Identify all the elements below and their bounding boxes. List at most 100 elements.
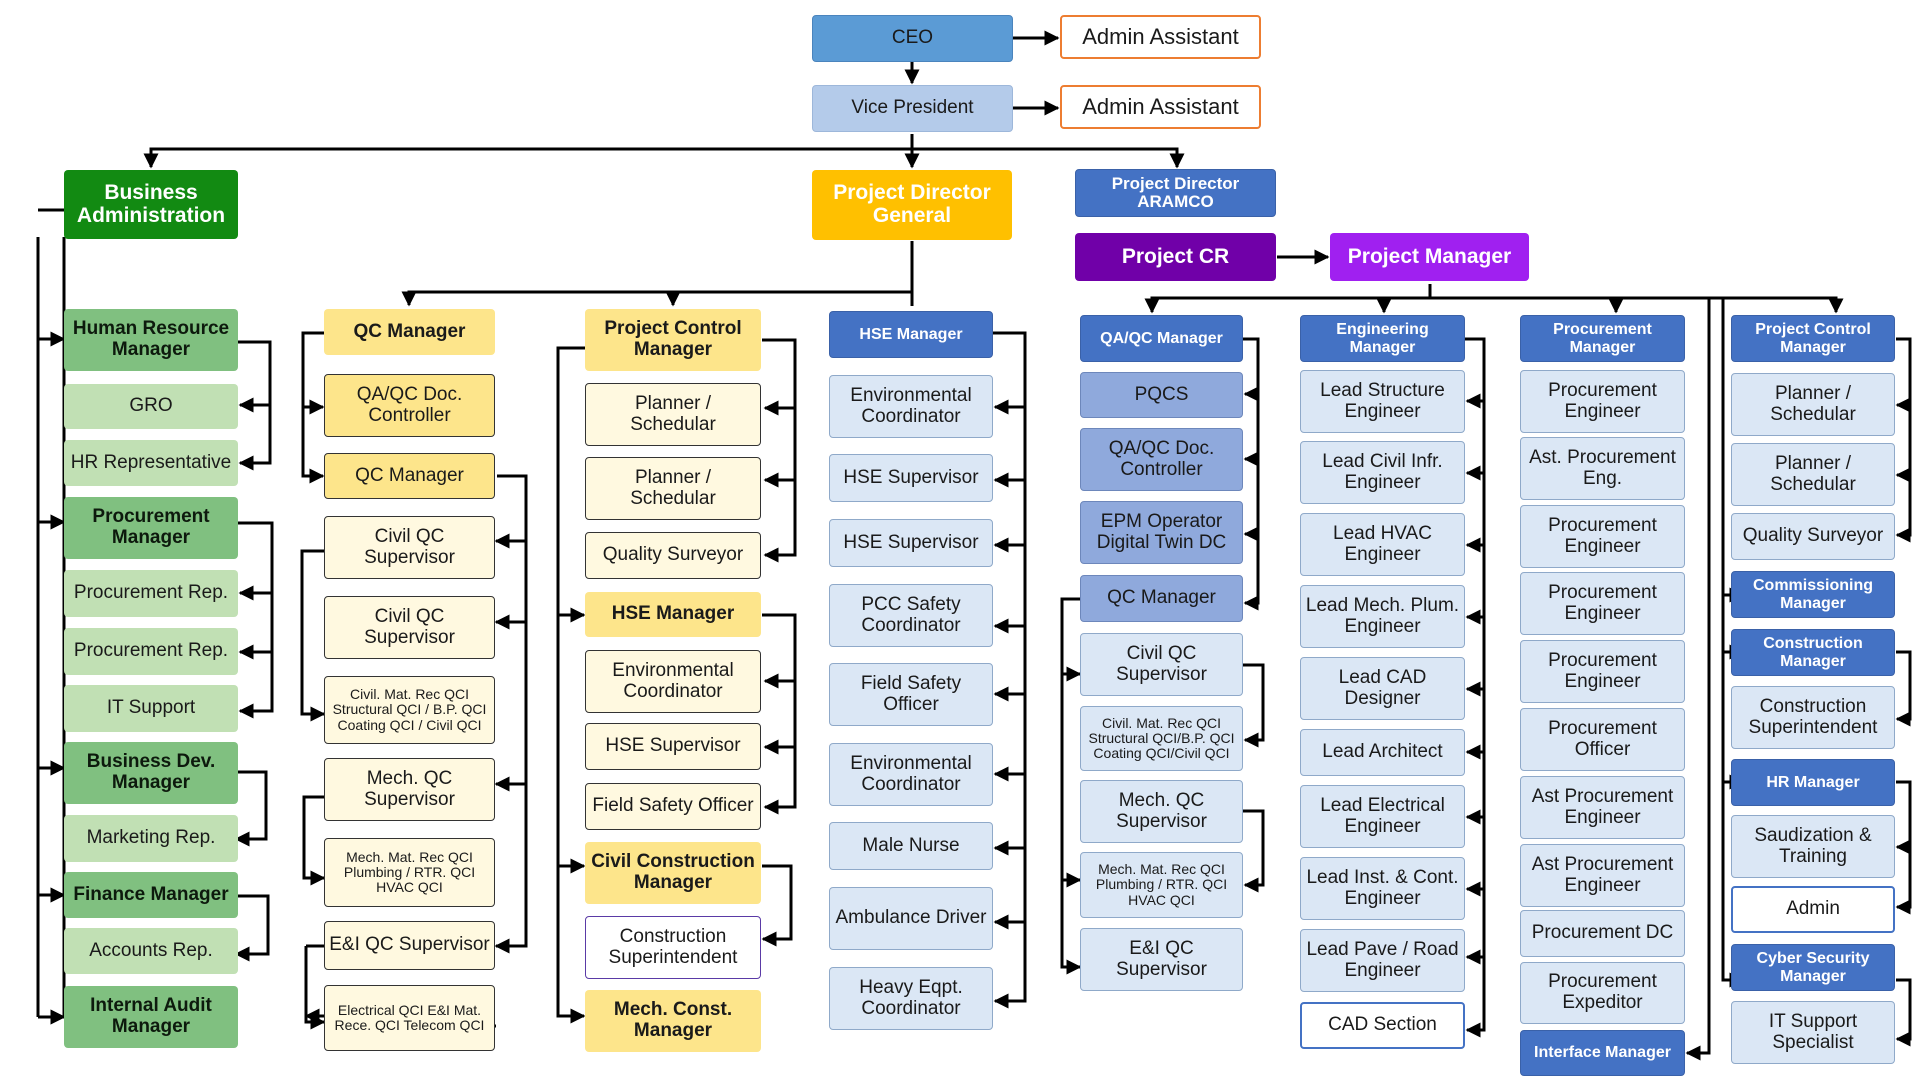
hr-representative-box[interactable]: HR Representative: [64, 440, 238, 486]
wire-to-ba: [143, 147, 912, 169]
business-administration-box[interactable]: Business Administration: [64, 170, 238, 239]
planner-schedular-box[interactable]: Planner / Schedular: [585, 457, 761, 520]
project-director-general-box[interactable]: Project Director General: [812, 170, 1012, 240]
procurement-rep-box[interactable]: Procurement Rep.: [64, 628, 238, 675]
civil-qci-group-box[interactable]: Civil. Mat. Rec QCI Structural QCI/B.P. …: [1080, 706, 1243, 771]
wire-pm-down: [1144, 284, 1432, 314]
hse-supervisor-box[interactable]: HSE Supervisor: [585, 723, 761, 770]
mech-qci-group-box[interactable]: Mech. Mat. Rec QCI Plumbing / RTR. QCI H…: [1080, 852, 1243, 918]
pcc-safety-coordinator-box[interactable]: PCC Safety Coordinator: [829, 584, 993, 647]
construction-superintendent-box[interactable]: Construction Superintendent: [585, 916, 761, 979]
admin-assistant-ceo-box[interactable]: Admin Assistant: [1060, 15, 1261, 59]
finance-manager-box[interactable]: Finance Manager: [64, 872, 238, 918]
commissioning-manager-box[interactable]: Commissioning Manager: [1731, 571, 1895, 618]
construction-superintendent-box[interactable]: Construction Superintendent: [1731, 686, 1895, 749]
environmental-coordinator-box[interactable]: Environmental Coordinator: [585, 650, 761, 713]
admin-box[interactable]: Admin: [1731, 886, 1895, 933]
ast-procurement-eng-box[interactable]: Ast. Procurement Eng.: [1520, 437, 1685, 500]
procurement-manager-box[interactable]: Procurement Manager: [1520, 315, 1685, 362]
hse-manager-box[interactable]: HSE Manager: [829, 311, 993, 358]
procurement-engineer-box[interactable]: Procurement Engineer: [1520, 370, 1685, 433]
pqcs-box[interactable]: PQCS: [1080, 372, 1243, 418]
procurement-engineer-box[interactable]: Procurement Engineer: [1520, 640, 1685, 703]
heavy-eqpt-coordinator-box[interactable]: Heavy Eqpt. Coordinator: [829, 967, 993, 1030]
internal-audit-manager-box[interactable]: Internal Audit Manager: [64, 986, 238, 1048]
planner-schedular-box[interactable]: Planner / Schedular: [1731, 373, 1895, 436]
procurement-officer-box[interactable]: Procurement Officer: [1520, 708, 1685, 771]
lead-electrical-engineer-box[interactable]: Lead Electrical Engineer: [1300, 785, 1465, 848]
hse-manager-box[interactable]: HSE Manager: [585, 592, 761, 637]
cad-section-box[interactable]: CAD Section: [1300, 1002, 1465, 1049]
ast-procurement-engineer-box[interactable]: Ast Procurement Engineer: [1520, 776, 1685, 839]
lead-inst-cont-engineer-box[interactable]: Lead Inst. & Cont. Engineer: [1300, 857, 1465, 920]
lead-architect-box[interactable]: Lead Architect: [1300, 729, 1465, 776]
saudization-training-box[interactable]: Saudization & Training: [1731, 815, 1895, 878]
project-director-aramco-box[interactable]: Project Director ARAMCO: [1075, 169, 1276, 217]
lead-hvac-engineer-box[interactable]: Lead HVAC Engineer: [1300, 513, 1465, 576]
hse-supervisor-box[interactable]: HSE Supervisor: [829, 454, 993, 502]
cyber-security-manager-box[interactable]: Cyber Security Manager: [1731, 944, 1895, 991]
qaqc-doc-controller-box[interactable]: QA/QC Doc. Controller: [324, 374, 495, 437]
mech-qc-supervisor-box[interactable]: Mech. QC Supervisor: [1080, 780, 1243, 843]
ei-qc-supervisor-box[interactable]: E&I QC Supervisor: [324, 921, 495, 970]
procurement-expeditor-box[interactable]: Procurement Expeditor: [1520, 962, 1685, 1024]
hr-manager-box[interactable]: HR Manager: [1731, 759, 1895, 806]
business-dev-manager-box[interactable]: Business Dev. Manager: [64, 742, 238, 804]
hse-supervisor-box[interactable]: HSE Supervisor: [829, 519, 993, 567]
lead-structure-engineer-box[interactable]: Lead Structure Engineer: [1300, 370, 1465, 433]
vice-president-box[interactable]: Vice President: [812, 85, 1013, 132]
lead-mech-plum-engineer-box[interactable]: Lead Mech. Plum. Engineer: [1300, 585, 1465, 648]
procurement-manager-box[interactable]: Procurement Manager: [64, 497, 238, 559]
project-cr-box[interactable]: Project CR: [1075, 233, 1276, 281]
procurement-engineer-box[interactable]: Procurement Engineer: [1520, 505, 1685, 568]
field-safety-officer-box[interactable]: Field Safety Officer: [829, 663, 993, 726]
civil-qci-group-box[interactable]: Civil. Mat. Rec QCI Structural QCI / B.P…: [324, 676, 495, 744]
planner-schedular-box[interactable]: Planner / Schedular: [1731, 443, 1895, 506]
it-support-specialist-box[interactable]: IT Support Specialist: [1731, 1001, 1895, 1064]
field-safety-officer-box[interactable]: Field Safety Officer: [585, 783, 761, 830]
gro-box[interactable]: GRO: [64, 384, 238, 429]
civil-qc-supervisor-box[interactable]: Civil QC Supervisor: [324, 596, 495, 659]
qc-manager-box[interactable]: QC Manager: [324, 453, 495, 499]
procurement-dc-box[interactable]: Procurement DC: [1520, 910, 1685, 957]
quality-surveyor-box[interactable]: Quality Surveyor: [1731, 513, 1895, 560]
mech-qci-group-box[interactable]: Mech. Mat. Rec QCI Plumbing / RTR. QCI H…: [324, 838, 495, 907]
lead-pave-road-engineer-box[interactable]: Lead Pave / Road Engineer: [1300, 929, 1465, 992]
procurement-rep-box[interactable]: Procurement Rep.: [64, 570, 238, 617]
accounts-rep-box[interactable]: Accounts Rep.: [64, 928, 238, 974]
qaqc-doc-controller-box[interactable]: QA/QC Doc. Controller: [1080, 428, 1243, 491]
it-support-box[interactable]: IT Support: [64, 685, 238, 732]
project-manager-box[interactable]: Project Manager: [1330, 233, 1529, 281]
environmental-coordinator-box[interactable]: Environmental Coordinator: [829, 743, 993, 806]
lead-cad-designer-box[interactable]: Lead CAD Designer: [1300, 657, 1465, 720]
mech-qc-supervisor-box[interactable]: Mech. QC Supervisor: [324, 758, 495, 821]
wire-pdg-down: [401, 241, 914, 307]
procurement-engineer-box[interactable]: Procurement Engineer: [1520, 572, 1685, 635]
marketing-rep-box[interactable]: Marketing Rep.: [64, 815, 238, 862]
lead-civil-infr-engineer-box[interactable]: Lead Civil Infr. Engineer: [1300, 441, 1465, 504]
civil-qc-supervisor-box[interactable]: Civil QC Supervisor: [324, 516, 495, 579]
mech-const-manager-box[interactable]: Mech. Const. Manager: [585, 990, 761, 1052]
qaqc-manager-box[interactable]: QA/QC Manager: [1080, 315, 1243, 362]
engineering-manager-box[interactable]: Engineering Manager: [1300, 315, 1465, 362]
ei-qci-group-box[interactable]: Electrical QCI E&I Mat. Rece. QCI Teleco…: [324, 985, 495, 1051]
ei-qc-supervisor-box[interactable]: E&I QC Supervisor: [1080, 928, 1243, 991]
planner-schedular-box[interactable]: Planner / Schedular: [585, 383, 761, 446]
project-control-manager-box[interactable]: Project Control Manager: [585, 309, 761, 371]
ceo-box[interactable]: CEO: [812, 15, 1013, 62]
project-control-manager-box[interactable]: Project Control Manager: [1731, 315, 1895, 362]
human-resource-manager-box[interactable]: Human Resource Manager: [64, 309, 238, 371]
quality-surveyor-box[interactable]: Quality Surveyor: [585, 532, 761, 579]
male-nurse-box[interactable]: Male Nurse: [829, 822, 993, 870]
qc-manager-head-box[interactable]: QC Manager: [324, 309, 495, 355]
civil-construction-manager-box[interactable]: Civil Construction Manager: [585, 842, 761, 904]
admin-assistant-vp-box[interactable]: Admin Assistant: [1060, 85, 1261, 129]
construction-manager-box[interactable]: Construction Manager: [1731, 629, 1895, 676]
epm-operator-box[interactable]: EPM Operator Digital Twin DC: [1080, 501, 1243, 564]
environmental-coordinator-box[interactable]: Environmental Coordinator: [829, 375, 993, 438]
ast-procurement-engineer-box[interactable]: Ast Procurement Engineer: [1520, 844, 1685, 907]
qc-manager-box[interactable]: QC Manager: [1080, 575, 1243, 622]
civil-qc-supervisor-box[interactable]: Civil QC Supervisor: [1080, 633, 1243, 696]
interface-manager-box[interactable]: Interface Manager: [1520, 1030, 1685, 1076]
ambulance-driver-box[interactable]: Ambulance Driver: [829, 887, 993, 950]
